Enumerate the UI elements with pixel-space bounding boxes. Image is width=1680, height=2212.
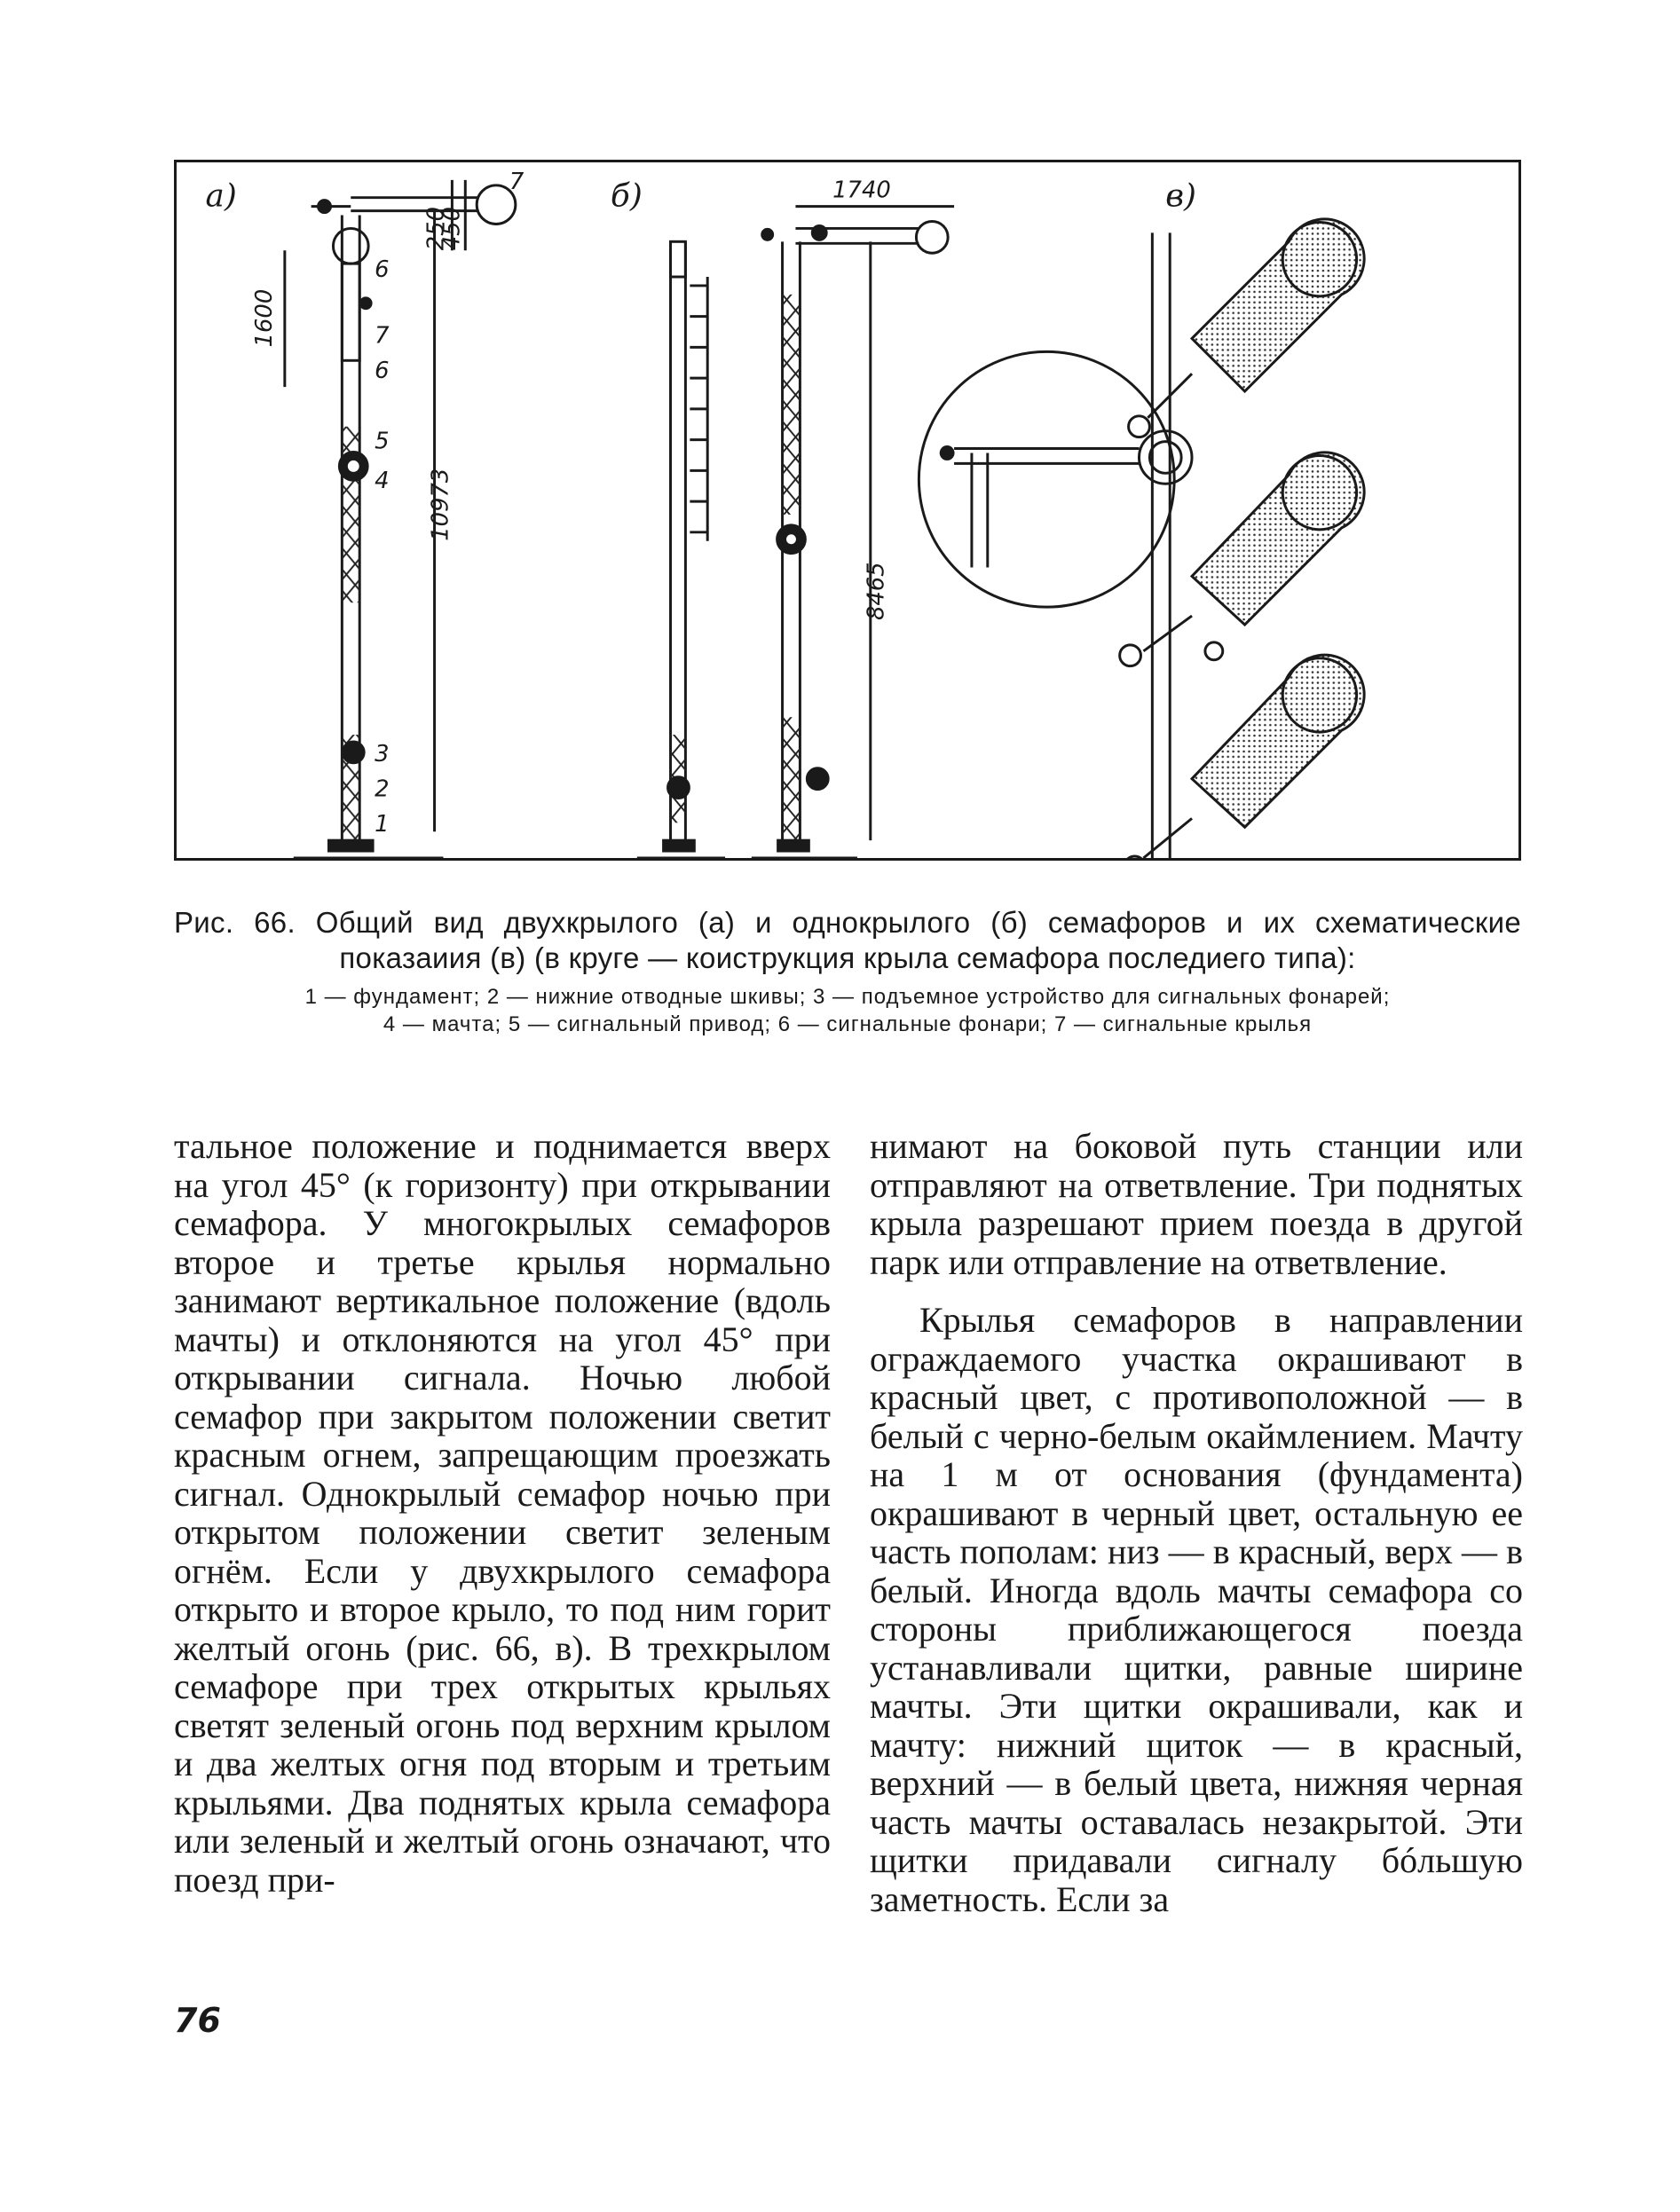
dim-450: 450 <box>438 207 465 250</box>
callout-5: 5 <box>375 429 389 455</box>
panel-label-a: a) <box>206 178 237 215</box>
figure-caption: Рис. 66. Общий вид двухкрылого (а) и одн… <box>174 905 1521 1038</box>
signal-indication-1 <box>1127 217 1366 858</box>
paragraph: тальное положение и поднимается вверх на… <box>174 1126 831 1900</box>
callout-4: 4 <box>375 468 389 494</box>
panel-label-c: в) <box>1165 178 1196 215</box>
dim-1600: 1600 <box>251 289 278 348</box>
callout-2: 2 <box>375 776 389 803</box>
text-column-right: нимают на боковой путь станции или отпра… <box>870 1127 1523 1918</box>
semaphore-two-wing <box>283 179 517 858</box>
panel-label-b: б) <box>611 178 643 215</box>
dim-8465: 8465 <box>864 562 890 620</box>
signal-indication-3 <box>1126 653 1366 858</box>
caption-title: Рис. 66. Общий вид двухкрылого (а) и одн… <box>174 906 1521 974</box>
caption-legend-line-1: 1 — фундамент; 2 — нижние отводные шкивы… <box>304 985 1391 1009</box>
callout-1: 1 <box>375 811 389 838</box>
callout-7-mid: 7 <box>375 322 390 349</box>
semaphore-ladder-side <box>636 240 726 858</box>
paragraph: Крылья семафоров в направлении ограждаем… <box>870 1300 1523 1919</box>
dim-250: 250 <box>422 207 449 250</box>
callout-7-top: 7 <box>509 169 525 195</box>
callout-6-mid: 6 <box>375 358 389 384</box>
page-number: 76 <box>174 2001 221 2040</box>
semaphore-one-wing <box>751 205 955 858</box>
caption-legend-line-2: 4 — мачта; 5 — сигнальный привод; 6 — си… <box>383 1012 1313 1036</box>
callout-6-top: 6 <box>375 256 389 283</box>
figure-66: a) 1 <box>174 160 1521 861</box>
paragraph: нимают на боковой путь станции или отпра… <box>870 1126 1523 1282</box>
semaphore-drawing: a) 1 <box>206 169 1366 858</box>
text-column-left: тальное положение и поднимается вверх на… <box>174 1127 831 1899</box>
callout-3: 3 <box>375 741 389 768</box>
dim-10973: 10973 <box>427 468 454 541</box>
wing-construction-inset <box>917 350 1194 609</box>
dim-1740: 1740 <box>832 177 891 204</box>
signal-indication-2 <box>1118 451 1366 668</box>
